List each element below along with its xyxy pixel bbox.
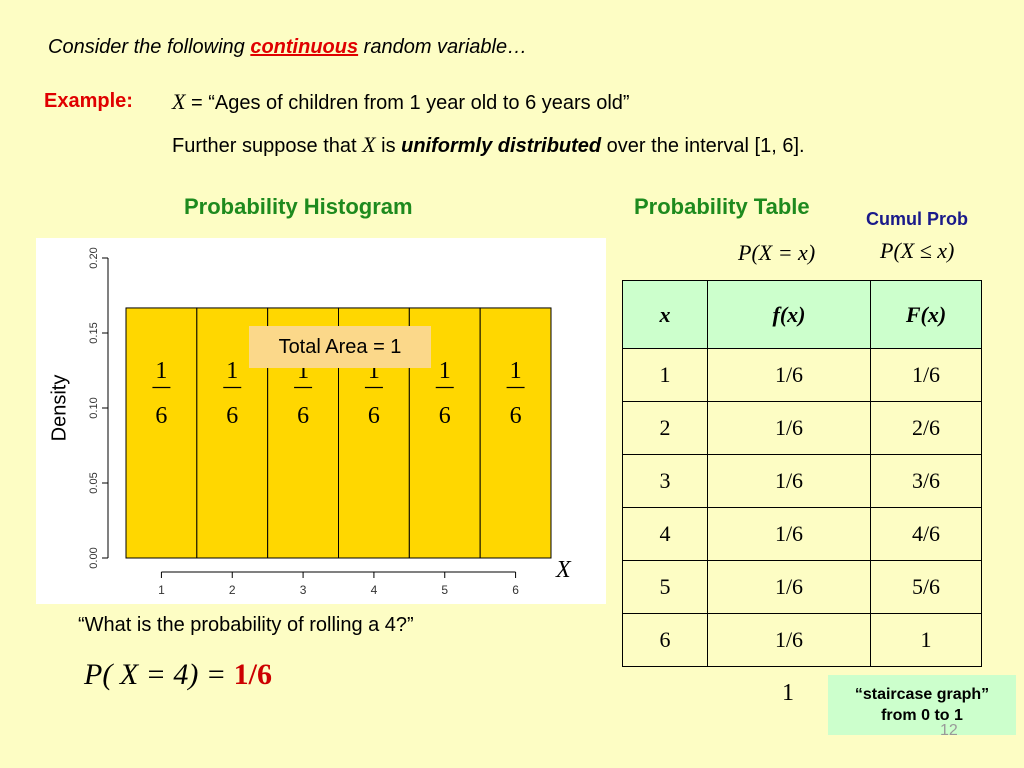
- cell-Fx: 4/6: [870, 507, 982, 561]
- header-Fx: F(x): [870, 280, 982, 349]
- total-area-label: Total Area = 1: [249, 326, 431, 368]
- table-row: 1/6: [870, 348, 982, 402]
- table-row: 4/6: [870, 507, 982, 561]
- y-tick-label: 0.00: [88, 547, 100, 568]
- histogram-bar: [125, 307, 198, 559]
- table-row: 3/6: [870, 454, 982, 508]
- bar-label-denominator: 6: [439, 403, 451, 429]
- bar-label-numerator: 1: [510, 358, 522, 384]
- cumulative-table-header: F(x): [870, 280, 982, 349]
- bar-label-numerator: 1: [226, 358, 238, 384]
- x-tick-label: 3: [300, 583, 307, 597]
- probability-table-title: Probability Table: [634, 194, 810, 219]
- example-line2-suffix: over the interval [1, 6].: [601, 135, 805, 157]
- example-line2-var: X: [362, 132, 376, 157]
- cell-x: 2: [622, 401, 708, 455]
- cdf-label: P(X ≤ x): [880, 238, 955, 263]
- page-number: 12: [940, 722, 958, 739]
- cumulative-table: F(x) 1/6 2/6 3/6 4/6 5/6 1: [870, 280, 982, 667]
- x-tick-label: 4: [371, 583, 378, 597]
- cell-fx: 1/6: [707, 613, 871, 667]
- cell-x: 3: [622, 454, 708, 508]
- bar-label-denominator: 6: [226, 403, 238, 429]
- histogram-bar: [479, 307, 552, 559]
- y-tick-label: 0.15: [88, 322, 100, 343]
- cell-Fx: 3/6: [870, 454, 982, 508]
- cell-Fx: 1: [870, 613, 982, 667]
- cell-x: 5: [622, 560, 708, 614]
- bar-label-numerator: 1: [155, 358, 167, 384]
- x-tick-label: 5: [441, 583, 448, 597]
- cell-fx: 1/6: [707, 507, 871, 561]
- bar-label-denominator: 6: [510, 403, 522, 429]
- example-label: Example:: [44, 90, 133, 112]
- table-row: 1: [870, 613, 982, 667]
- cell-fx: 1/6: [707, 401, 871, 455]
- probability-table-header: x f(x): [622, 280, 871, 349]
- pmf-label: P(X = x): [738, 240, 816, 265]
- bar-label-denominator: 6: [297, 403, 309, 429]
- intro-prefix: Consider the following: [48, 36, 251, 58]
- cumul-prob-title: Cumul Prob: [866, 209, 968, 229]
- cell-x: 4: [622, 507, 708, 561]
- intro-suffix: random variable…: [358, 36, 528, 58]
- cell-x: 1: [622, 348, 708, 402]
- example-line-2: Further suppose that X is uniformly dist…: [172, 132, 805, 158]
- cell-fx: 1/6: [707, 454, 871, 508]
- x-tick-label: 2: [229, 583, 236, 597]
- staircase-line-2: from 0 to 1: [881, 707, 963, 724]
- cell-Fx: 2/6: [870, 401, 982, 455]
- answer-value: 1/6: [233, 658, 272, 691]
- bar-label-denominator: 6: [155, 403, 167, 429]
- header-fx: f(x): [707, 280, 871, 349]
- example-line2-mid: is: [375, 135, 402, 157]
- example-line2-bold: uniformly distributed: [401, 135, 602, 157]
- x-tick-label: 6: [512, 583, 519, 597]
- staircase-note: “staircase graph” from 0 to 1: [828, 675, 1016, 735]
- table-row: 2/6: [870, 401, 982, 455]
- answer-equation: P( X = 4) = 1/6: [84, 658, 272, 692]
- cell-Fx: 5/6: [870, 560, 982, 614]
- x-tick-label: 1: [158, 583, 165, 597]
- cell-fx: 1/6: [707, 560, 871, 614]
- staircase-line-1: “staircase graph”: [854, 686, 990, 703]
- bar-label-numerator: 1: [439, 358, 451, 384]
- example-line2-prefix: Further suppose that: [172, 135, 363, 157]
- example-line-1: X = “Ages of children from 1 year old to…: [172, 89, 630, 115]
- cell-fx: 1/6: [707, 348, 871, 402]
- probability-sum: 1: [782, 680, 794, 706]
- answer-lhs: P( X = 4) =: [84, 658, 234, 691]
- y-tick-label: 0.05: [88, 472, 100, 493]
- y-axis-label: Density: [48, 375, 70, 442]
- bar-label-denominator: 6: [368, 403, 380, 429]
- header-x: x: [622, 280, 708, 349]
- x-axis-variable: X: [556, 557, 571, 583]
- cell-Fx: 1/6: [870, 348, 982, 402]
- question-text: “What is the probability of rolling a 4?…: [78, 614, 414, 636]
- intro-text: Consider the following continuous random…: [48, 36, 527, 59]
- cell-x: 6: [622, 613, 708, 667]
- intro-keyword: continuous: [250, 36, 359, 58]
- y-tick-label: 0.10: [88, 397, 100, 418]
- example-var: X: [172, 89, 186, 114]
- example-line1-text: = “Ages of children from 1 year old to 6…: [185, 92, 630, 114]
- y-tick-label: 0.20: [88, 247, 100, 268]
- histogram-title: Probability Histogram: [184, 194, 413, 219]
- table-row: 5/6: [870, 560, 982, 614]
